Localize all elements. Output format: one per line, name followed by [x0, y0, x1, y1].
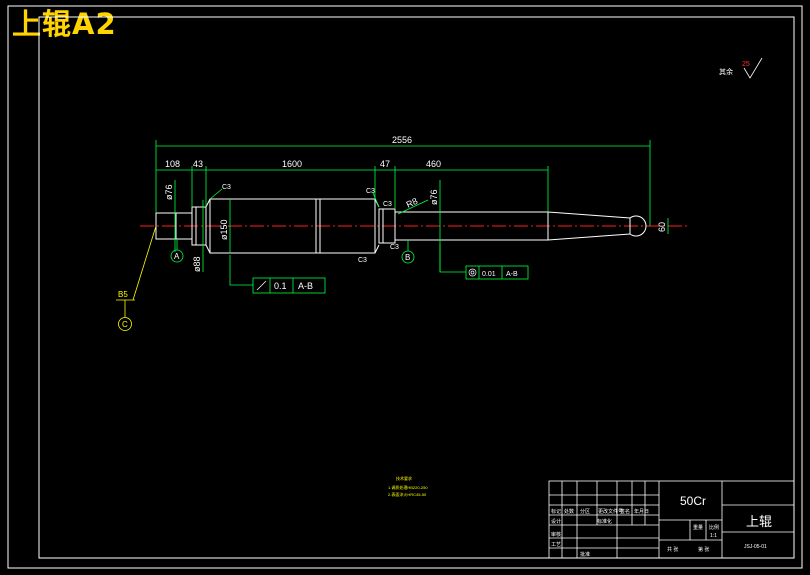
center-hole-callout: B5 — [116, 225, 157, 317]
tb-scale-label: 比例 — [709, 524, 719, 531]
drawing-title: 上辊A2 — [12, 7, 117, 41]
tb-drawing-no: JSJ-05-01 — [744, 544, 767, 550]
runout-datum: A-B — [298, 281, 313, 291]
outer-frame — [7, 5, 803, 569]
title-block-texts: 标记 处数 分区 更改文件号 签名 年月日 设计 标准化 审核 工艺 批准 50… — [551, 494, 772, 558]
concentricity-datum: A-B — [506, 271, 518, 278]
roughness-label: 其余 — [719, 67, 733, 76]
datum-b: B — [405, 253, 410, 262]
dim-dia-left-journal: ø76 — [164, 184, 174, 200]
chamfer-label-2: C3 — [366, 188, 375, 195]
dimension-texts: 2556 108 43 1600 47 460 ø76 ø88 ø150 ø76… — [164, 135, 667, 272]
dimension-lines — [155, 140, 669, 286]
tb-material: 50Cr — [680, 494, 706, 508]
concentricity-value: 0.01 — [482, 271, 496, 278]
tb-weight-label: 重量 — [693, 524, 703, 531]
dim-dia-barrel: ø150 — [219, 219, 229, 240]
tb-header-6: 年月日 — [634, 508, 649, 515]
runout-value: 0.1 — [274, 281, 287, 291]
dim-tip-dia: 60 — [657, 222, 667, 232]
tb-header-4: 更改文件号 — [598, 508, 623, 515]
tb-role-2: 标准化 — [597, 518, 612, 525]
tech-note-2: 2.表面淬火HRC45-50 — [388, 491, 427, 497]
datum-markers: A B C — [118, 239, 415, 331]
dim-segment-5: 460 — [426, 159, 441, 169]
title-block — [548, 480, 795, 559]
concentricity-icon — [468, 268, 477, 277]
tb-header-2: 处数 — [564, 508, 574, 515]
tb-header-1: 标记 — [551, 508, 561, 515]
concentricity-tolerance-frame: 0.01 A-B — [465, 265, 529, 280]
chamfer-label-4: C3 — [390, 244, 399, 251]
dim-segment-2: 43 — [193, 159, 203, 169]
runout-tolerance-frame: 0.1 A-B — [252, 277, 326, 294]
tb-sheet-current: 第 张 — [698, 546, 709, 553]
tb-scale-value: 1:1 — [710, 533, 717, 539]
tech-notes: 技术要求 1.调质处理HB220-250 2.表面淬火HRC45-50 — [388, 475, 428, 497]
center-hole-label: B5 — [118, 290, 128, 299]
chamfer-label-1: C3 — [222, 184, 231, 191]
tb-sheet-total: 共 张 — [667, 546, 678, 553]
dim-segment-1: 108 — [165, 159, 180, 169]
tb-role-4: 工艺 — [551, 542, 561, 548]
tb-role-3: 审核 — [551, 531, 561, 538]
tb-role-5: 批准 — [580, 551, 590, 558]
chamfer-label-3: C3 — [383, 201, 392, 208]
tech-note-1: 1.调质处理HB220-250 — [388, 484, 428, 490]
inner-frame — [38, 16, 795, 559]
runout-arrow-icon — [256, 280, 267, 291]
dim-overall-length: 2556 — [392, 135, 412, 145]
dim-segment-4: 47 — [380, 159, 390, 169]
dim-dia-left-shoulder: ø88 — [192, 256, 202, 272]
tech-notes-heading: 技术要求 — [396, 475, 412, 481]
tb-part-name: 上辊 — [746, 514, 772, 529]
roughness-symbol: 其余 25 — [719, 57, 763, 79]
dim-radius: R8 — [405, 196, 420, 210]
datum-a: A — [174, 252, 180, 261]
tb-header-5: 签名 — [620, 508, 630, 515]
tb-role-1: 设计 — [551, 518, 561, 525]
tb-header-3: 分区 — [580, 508, 590, 515]
dim-dia-right-journal: ø76 — [429, 189, 439, 205]
dim-segment-3: 1600 — [282, 159, 302, 169]
roughness-value: 25 — [742, 61, 750, 68]
datum-c: C — [122, 320, 128, 329]
chamfer-label-5: C3 — [358, 257, 367, 264]
